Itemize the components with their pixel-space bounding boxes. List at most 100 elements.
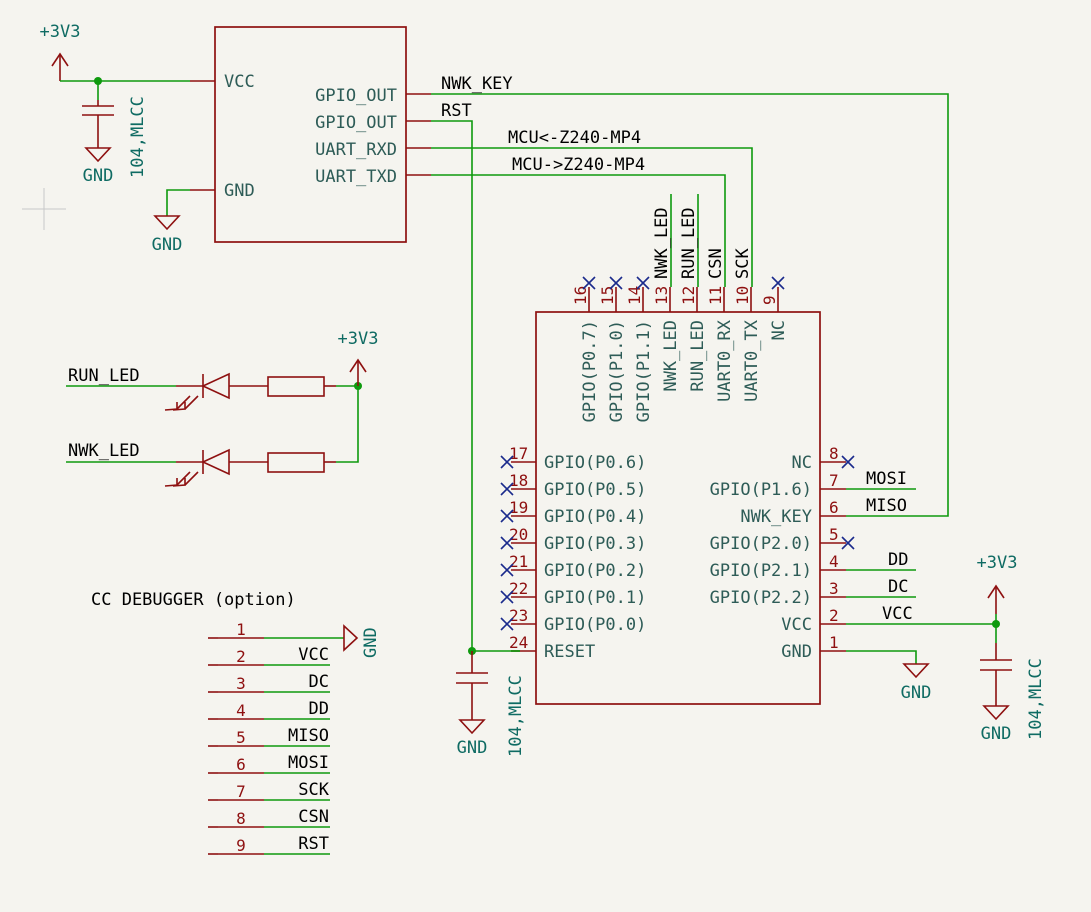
net-label-miso: MISO <box>866 496 907 516</box>
resistor-run <box>267 376 336 397</box>
module-pin-name: VCC <box>781 615 812 635</box>
module-pin-number: 12 <box>679 286 698 305</box>
net-label-nwk-key: NWK_KEY <box>441 74 513 94</box>
module-pin-name: RUN_LED <box>688 320 708 392</box>
power-3v3-label: +3V3 <box>977 553 1018 573</box>
net-label-run-led-top: RUN_LED <box>679 207 699 279</box>
left-module-uart-rxd: UART_RXD <box>315 140 397 160</box>
power-3v3-label: +3V3 <box>338 329 379 349</box>
left-module-gnd-pin: GND <box>224 181 255 201</box>
debugger-pin-number: 2 <box>236 647 246 666</box>
module-pin-number: 5 <box>829 525 839 544</box>
module-pin-9: 9NC <box>760 276 789 340</box>
net-label-mcu-tx: MCU->Z240-MP4 <box>512 155 645 175</box>
debugger-pin-number: 5 <box>236 728 246 747</box>
module-pin-name: NC <box>769 320 789 340</box>
net-label-csn: CSN <box>706 248 726 279</box>
left-module-uart-txd: UART_TXD <box>315 167 397 187</box>
no-connect-mark <box>500 536 514 550</box>
module-pin-number: 3 <box>829 579 839 598</box>
net-label-dd: DD <box>888 550 908 570</box>
power-3v3-led: +3V3 <box>338 329 379 386</box>
module-pin-number: 2 <box>829 606 839 625</box>
module-pin-number: 19 <box>509 498 528 517</box>
zigbee-module: 16GPIO(P0.7)15GPIO(P1.0)14GPIO(P1.1)13NW… <box>500 276 855 705</box>
left-module-gpio-out-2: GPIO_OUT <box>315 113 397 133</box>
debugger-pin-number: 1 <box>236 620 246 639</box>
top-pins: 16GPIO(P0.7)15GPIO(P1.0)14GPIO(P1.1)13NW… <box>571 276 789 422</box>
module-pin-name: NWK_LED <box>661 320 681 392</box>
module-pin-name: GPIO(P0.4) <box>544 507 646 527</box>
no-connect-mark <box>500 617 514 631</box>
net-label-mosi: MOSI <box>866 469 907 489</box>
module-pin-number: 11 <box>706 286 725 305</box>
module-pin-5: 5 GPIO(P2.0) <box>710 525 855 554</box>
left-module-body <box>214 26 407 243</box>
debugger-title: CC DEBUGGER (option) <box>91 590 296 610</box>
module-pin-number: 21 <box>509 552 528 571</box>
debugger-pin-number: 3 <box>236 674 246 693</box>
module-pin-name: GPIO(P1.6) <box>710 480 812 500</box>
module-pin-name: GPIO(P2.0) <box>710 534 812 554</box>
left-module: VCC GND GPIO_OUT GPIO_OUT UART_RXD UART_… <box>190 26 431 243</box>
module-pin-number: 16 <box>571 286 590 305</box>
module-pin-name: GPIO(P0.1) <box>544 588 646 608</box>
module-pin-number: 24 <box>509 633 528 652</box>
net-label-sck: SCK <box>733 248 753 279</box>
module-pin-number: 4 <box>829 552 839 571</box>
module-pin-name: GPIO(P0.7) <box>580 320 600 422</box>
module-pin-name: RESET <box>544 642 595 662</box>
module-pin-number: 23 <box>509 606 528 625</box>
gnd-symbol-c2: GND <box>457 719 487 758</box>
net-label-run-led: RUN_LED <box>68 366 140 386</box>
debugger-pin-1: 1 <box>208 620 344 639</box>
no-connect-mark <box>500 509 514 523</box>
debugger-pin-label: RST <box>298 834 329 854</box>
module-pin-name: GPIO(P0.3) <box>544 534 646 554</box>
capacitor-c1: 104,MLCC <box>82 96 148 178</box>
led-run <box>164 372 268 411</box>
right-pins: 8NC7GPIO(P1.6)6NWK_KEY5GPIO(P2.0)4GPIO(P… <box>710 444 855 662</box>
module-pin-number: 1 <box>829 633 839 652</box>
module-pin-name: GND <box>781 642 812 662</box>
module-pin-number: 17 <box>509 444 528 463</box>
no-connect-mark <box>500 482 514 496</box>
module-pin-number: 15 <box>598 286 617 305</box>
module-pin-24: 24 RESET <box>509 633 595 662</box>
debugger-pin-9: 9 RST <box>208 834 330 855</box>
no-connect-mark <box>500 563 514 577</box>
net-label-nwk-led-top: NWK_LED <box>652 207 672 279</box>
gnd-symbol-c3: GND <box>981 705 1012 744</box>
left-module-gpio-out-1: GPIO_OUT <box>315 86 397 106</box>
module-pin-1: 1 GND <box>781 633 846 662</box>
debugger-pin-number: 9 <box>236 836 246 855</box>
debugger-pin-number: 4 <box>236 701 246 720</box>
gnd-symbol-left-module: GND <box>152 215 182 255</box>
net-label-rst: RST <box>441 101 472 121</box>
module-pin-number: 7 <box>829 471 839 490</box>
debugger-pin-label: CSN <box>298 807 329 827</box>
capacitor-c1-value: 104,MLCC <box>128 96 148 178</box>
gnd-symbol-module: GND <box>901 663 932 703</box>
gnd-label: GND <box>901 683 932 703</box>
power-3v3-label: +3V3 <box>40 22 81 42</box>
capacitor-c3-value: 104,MLCC <box>1026 658 1046 740</box>
gnd-label: GND <box>981 724 1012 744</box>
module-pin-number: 18 <box>509 471 528 490</box>
